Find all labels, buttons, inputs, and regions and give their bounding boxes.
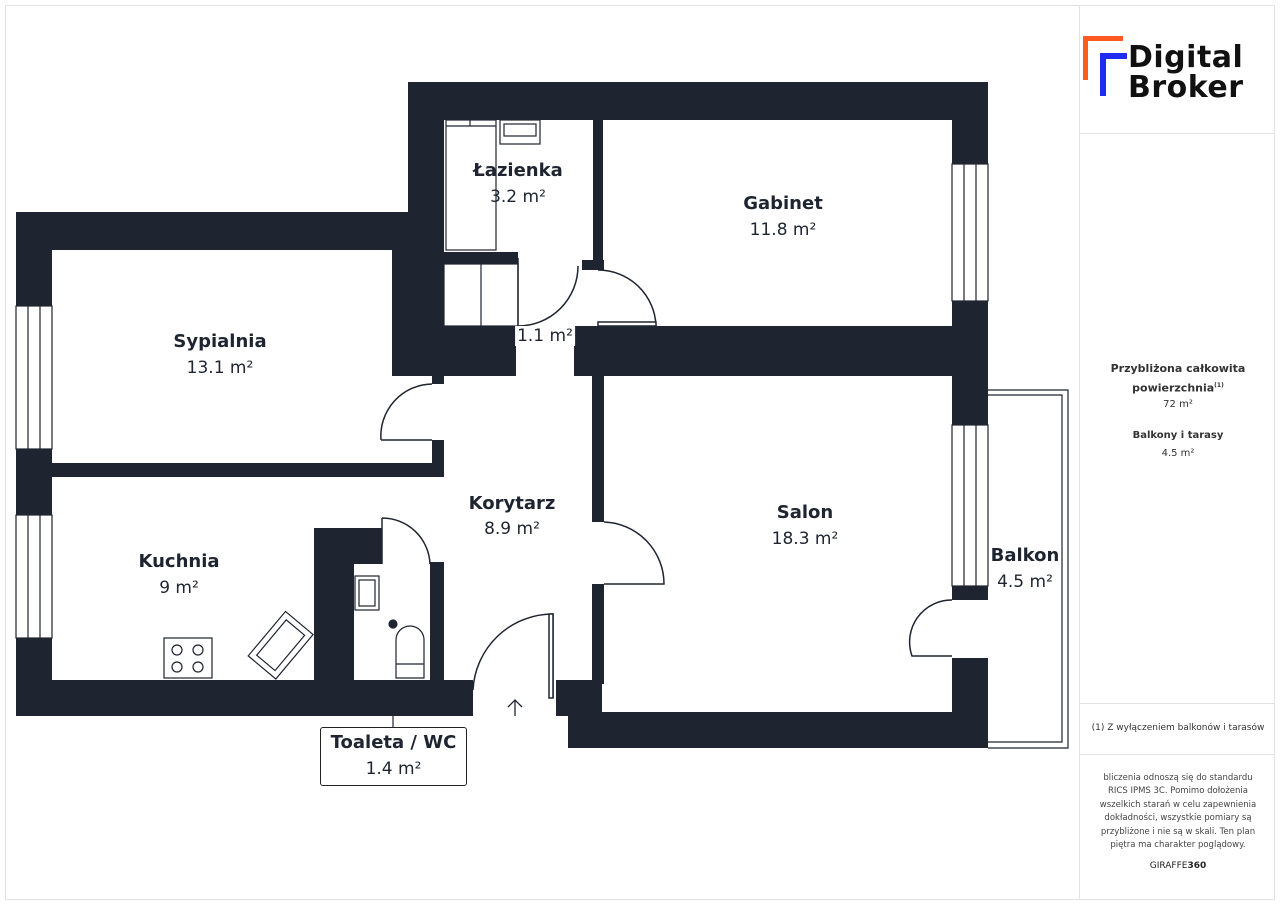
door-swing: [381, 517, 431, 565]
wall: [444, 252, 518, 264]
window: [15, 514, 53, 639]
brand-logo-icon: [1083, 36, 1127, 96]
wall: [952, 658, 988, 748]
room-name-wc: Toaleta / WC: [330, 732, 457, 753]
wall: [16, 449, 52, 515]
wall: [593, 118, 603, 268]
fixtures: [163, 119, 541, 680]
wall: [556, 680, 602, 716]
room-name-kuchnia: Kuchnia: [138, 551, 220, 572]
wall: [952, 301, 988, 425]
balcony-outline: [988, 389, 1069, 749]
info-sidebar: [1079, 5, 1275, 900]
window: [951, 424, 989, 587]
wall: [16, 680, 473, 716]
stove-icon: [163, 637, 213, 679]
room-name-lazienka: Łazienka: [473, 160, 563, 181]
wall: [592, 376, 604, 522]
kitchen-sink: [247, 610, 314, 680]
balcony-label: Balkony i tarasy: [1132, 430, 1224, 441]
door-swing: [603, 521, 665, 585]
brand-name-line1: Digital: [1128, 40, 1244, 75]
room-name-gabinet: Gabinet: [743, 193, 823, 214]
wall: [16, 212, 52, 306]
room-area-balkon: 4.5 m²: [997, 572, 1053, 592]
wall: [314, 528, 354, 688]
doors: [380, 258, 953, 699]
wall: [582, 260, 604, 270]
door-swing: [472, 613, 554, 698]
disclaimer: bliczenia odnoszą się do standardu RICS …: [1099, 773, 1257, 851]
room-name-balkon: Balkon: [990, 545, 1060, 566]
sink: [499, 119, 541, 145]
room-area-lazienka: 3.2 m²: [490, 187, 546, 207]
divider: [1080, 703, 1275, 704]
room-area-kuchnia: 9 m²: [159, 578, 199, 598]
room-area-gabinet: 11.8 m²: [749, 220, 817, 240]
floor-plan: [15, 82, 1069, 749]
wall: [952, 82, 988, 164]
room-area-salon: 18.3 m²: [771, 529, 839, 549]
room-area-sypialnia: 13.1 m²: [186, 358, 254, 378]
wall: [354, 528, 382, 564]
wall: [432, 326, 516, 376]
door-swing: [517, 258, 579, 327]
bathtub: [445, 119, 497, 251]
room-area-hall: 1.1 m²: [515, 326, 575, 346]
wall: [52, 463, 444, 477]
wc-sink: [354, 575, 380, 611]
divider: [1080, 133, 1275, 134]
brand-name-line2: Broker: [1128, 70, 1244, 105]
room-name-salon: Salon: [776, 502, 834, 523]
door-swing: [380, 383, 433, 441]
credit: GIRAFFE360: [1149, 861, 1207, 871]
room-area-korytarz: 8.9 m²: [484, 519, 540, 539]
wall: [592, 584, 604, 684]
wall: [574, 326, 952, 376]
wall: [430, 562, 444, 682]
wc-label-box: Toaleta / WC 1.4 m²: [320, 727, 467, 786]
wall: [432, 376, 444, 384]
arrow-up-icon: [507, 699, 523, 716]
page-frame: [5, 5, 1275, 900]
balcony-value: 4.5 m²: [1161, 448, 1195, 459]
walls: [16, 82, 988, 748]
wall: [16, 212, 444, 250]
wall: [952, 586, 988, 600]
window: [15, 305, 53, 450]
total-area-value: 72 m²: [1163, 399, 1193, 410]
windows: [15, 163, 989, 639]
door-swing: [908, 599, 953, 657]
divider: [1080, 754, 1275, 755]
wall: [568, 712, 988, 748]
room-name-sypialnia: Sypialnia: [173, 331, 267, 352]
footnote: (1) Z wyłączeniem balkonów i tarasów: [1091, 723, 1265, 733]
total-area-label: Przybliżona całkowita powierzchnia(1): [1110, 362, 1246, 395]
wall: [432, 440, 444, 477]
door-swing: [597, 269, 657, 327]
room-area-wc: 1.4 m²: [365, 759, 422, 779]
window: [951, 163, 989, 302]
wall: [408, 82, 988, 120]
toilet-icon: [388, 619, 425, 679]
room-name-korytarz: Korytarz: [468, 493, 556, 514]
